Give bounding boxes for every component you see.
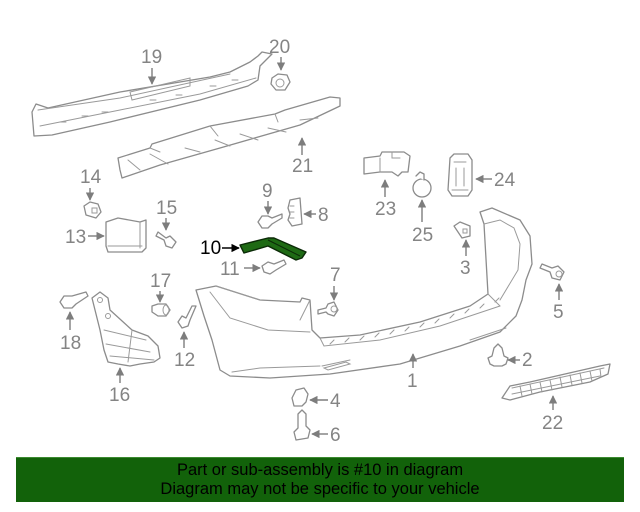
part-13-bracket[interactable] <box>105 217 147 253</box>
callout-4: 4 <box>330 391 341 412</box>
callout-13: 13 <box>65 227 86 248</box>
callout-6: 6 <box>330 425 341 446</box>
callout-25: 25 <box>412 225 433 246</box>
part-14-clip[interactable] <box>83 201 102 219</box>
callout-23: 23 <box>375 199 396 220</box>
part-15-screw[interactable] <box>155 231 177 249</box>
part-20-nut[interactable] <box>270 73 291 91</box>
part-17-spacer[interactable] <box>151 303 171 317</box>
banner-line-2: Diagram may not be specific to your vehi… <box>160 480 480 498</box>
part-16-bracket[interactable] <box>91 291 161 367</box>
callout-7: 7 <box>330 265 341 286</box>
part-23-sensor-bracket[interactable] <box>363 151 411 177</box>
callout-15: 15 <box>156 198 177 219</box>
part-4-clip[interactable] <box>291 387 309 407</box>
callout-5: 5 <box>553 302 564 323</box>
part-12-bolt[interactable] <box>177 305 197 329</box>
part-19-bumper-reinforcement[interactable] <box>31 51 273 137</box>
callout-12: 12 <box>174 350 195 371</box>
part-24-sensor-retainer[interactable] <box>447 153 473 197</box>
part-25-sensor[interactable] <box>412 171 432 198</box>
part-6-bolt[interactable] <box>293 409 311 441</box>
callout-16: 16 <box>109 385 130 406</box>
part-10-highlighted[interactable] <box>239 237 307 261</box>
part-9-screw[interactable] <box>257 213 283 229</box>
part-8-retainer[interactable] <box>287 197 303 227</box>
callout-18: 18 <box>60 333 81 354</box>
callout-3: 3 <box>460 258 471 279</box>
part-1-bumper-cover[interactable] <box>195 207 533 379</box>
callout-21: 21 <box>292 156 313 177</box>
banner-line-1: Part or sub-assembly is #10 in diagram <box>176 461 464 479</box>
callout-14: 14 <box>80 167 102 188</box>
callout-11: 11 <box>220 259 240 280</box>
callout-9: 9 <box>262 181 273 202</box>
callout-19: 19 <box>141 47 162 68</box>
callout-1: 1 <box>407 371 418 392</box>
part-7-pin[interactable] <box>317 301 339 317</box>
part-21-energy-absorber[interactable] <box>117 96 341 179</box>
callout-22: 22 <box>542 413 563 434</box>
callout-2: 2 <box>522 350 533 371</box>
info-banner: Part or sub-assembly is #10 in diagram D… <box>16 457 624 502</box>
part-22-reflector[interactable] <box>501 363 611 401</box>
part-5-screw[interactable] <box>539 263 565 281</box>
part-18-bolt[interactable] <box>59 291 89 309</box>
part-3-clip[interactable] <box>453 221 471 239</box>
callout-20: 20 <box>269 37 290 58</box>
callout-17: 17 <box>150 271 171 292</box>
callout-10: 10 <box>200 238 221 259</box>
part-11-screw[interactable] <box>261 259 287 275</box>
callout-8: 8 <box>318 205 329 226</box>
part-2-push-clip[interactable] <box>487 343 509 367</box>
parts-diagram: 19 20 21 14 13 15 9 8 <box>31 37 611 446</box>
callout-24: 24 <box>494 170 516 191</box>
